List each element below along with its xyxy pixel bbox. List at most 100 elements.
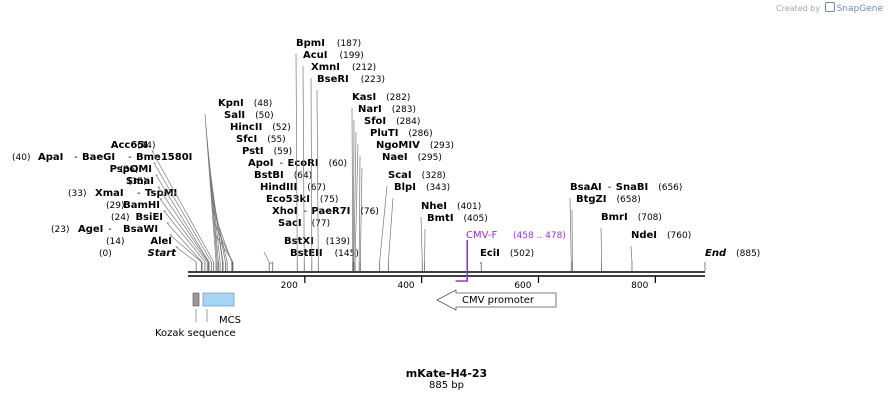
site-position: (343) [426,183,450,193]
site-separator: - [74,152,78,163]
site-name: PluTI [370,128,398,139]
site-name: AleI [150,236,172,247]
site-position: (708) [638,213,662,223]
site-separator: - [280,158,284,169]
site-position: (282) [386,93,410,103]
site-position: (295) [418,153,442,163]
site-name: HindIII [260,182,297,193]
site-leader-line [151,150,215,263]
site-position: (885) [736,249,760,259]
site-position: (36) [120,165,138,175]
site-pluti: PluTI(286) [354,128,433,271]
site-position: (29) [106,201,124,211]
site-position: (14) [106,237,124,247]
site-bsteii: BstEII(145) [269,248,359,271]
site-name-alt: PaeR7I [311,206,350,217]
site-leader-line [211,197,228,263]
site-leader-line [174,246,197,263]
site-btgzi: BtgZI(658) [571,194,641,271]
site-name: BsaAI [570,182,602,193]
site-scai: ScaI(328) [379,170,446,271]
promoter-arrow [436,289,557,311]
primer-cmv-f: CMV-F(458 .. 478) [455,230,566,282]
snapgene-watermark: Created by SnapGene [776,2,883,14]
primer-name: CMV-F [466,230,497,241]
site-leader-line [600,227,602,263]
site-name: Start [148,248,178,259]
site-bsaai: BsaAI-SnaBI(656) [569,182,682,271]
site-leader-line [388,197,394,263]
site-leader-line [169,234,202,263]
site-name: BsiEI [135,212,163,223]
site-position: (187) [337,39,361,49]
site-name: PspOMI [110,164,152,175]
site-end: End (885) [704,248,760,271]
site-pspomi: PspOMI(36) [110,164,210,271]
site-name: AgeI [78,224,103,235]
site-leader-line [157,186,209,263]
site-smai: SmaI(35) [126,176,209,271]
site-leader-line [351,107,354,263]
site-name: SfcI [236,134,257,145]
site-position: (223) [361,75,385,85]
site-kasi: KasI(282) [351,92,410,271]
site-position: (405) [464,214,488,224]
site-bsiei: BsiEI(24) [111,212,203,271]
site-separator: - [137,188,141,199]
site-agei: (23)AgeI-BsaWI [51,224,202,271]
site-name: EciI [480,248,500,259]
site-leader-line [310,77,313,263]
site-name: BamHI [123,200,160,211]
site-leader-line [420,216,423,263]
site-position: (67) [307,183,325,193]
site-blpi: BlpI(343) [387,182,450,271]
site-alei: AleI (14) [106,236,197,271]
site-position: (283) [392,105,416,115]
site-name: PstI [242,146,264,157]
site-position: (33) [68,189,86,199]
site-position: (328) [422,171,446,181]
site-leader-line [163,210,206,263]
site-bstxi: BstXI(139) [263,236,350,271]
site-name-alt: SnaBI [616,182,648,193]
site-position: (64) [294,171,312,181]
site-xmni: XmnI(212) [310,62,376,271]
site-name: End [705,248,727,259]
site-name: Acc65I [111,140,148,151]
site-position: (48) [254,99,272,109]
site-position: (760) [667,231,691,241]
site-name: BmtI [427,213,454,224]
site-position: (60) [329,159,347,169]
site-start: Start(0) [99,248,177,259]
site-leader-line [159,198,208,263]
site-name-alt: BaeGI [82,152,115,163]
site-name: NdeI [631,230,657,241]
site-name: XhoI [272,206,297,217]
site-name: XmaI [95,188,124,199]
site-bseri: BseRI(223) [316,74,385,271]
site-position: (656) [658,183,682,193]
site-leader-line [269,261,273,265]
site-position: (401) [457,202,481,212]
site-position: (658) [617,195,641,205]
site-acui: AcuI(199) [302,50,364,271]
site-xhoi: XhoI-PaeR7I(76) [213,206,379,271]
site-naei: NaeI(295) [359,152,442,271]
site-leader-line [379,185,388,263]
site-bamhi: BamHI(29) [106,200,206,271]
site-name-alt: TspMI [145,188,177,199]
promoter-label: CMV promoter [462,295,535,306]
site-separator: - [128,152,132,163]
construct-length: 885 bp [429,380,464,391]
site-position: (44) [137,141,155,151]
site-position: (293) [430,141,454,151]
site-position: (59) [274,147,292,157]
site-hindiii: HindIII (67) [211,182,326,271]
site-nari: NarI(283) [352,104,416,271]
site-position: (139) [326,237,350,247]
site-separator: - [303,206,307,217]
primer-arrow [455,240,469,282]
site-ecii: EciI(502) [479,248,534,271]
site-position: (75) [320,195,338,205]
